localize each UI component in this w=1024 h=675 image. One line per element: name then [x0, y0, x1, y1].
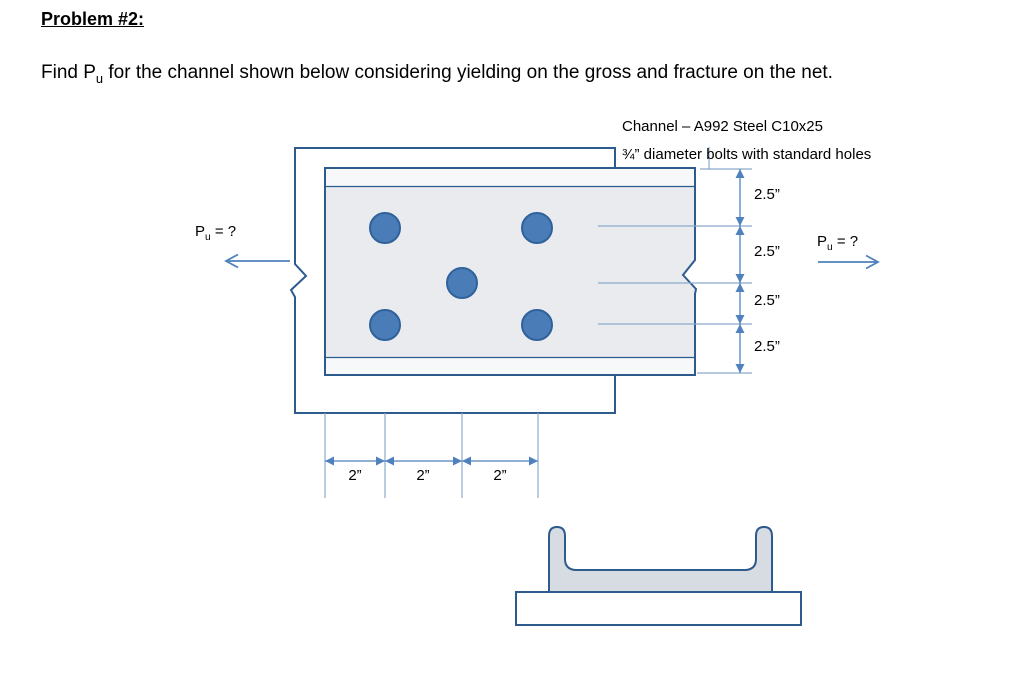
- load-right-subscript: u: [827, 242, 833, 253]
- prompt-text-pre: Find P: [41, 62, 96, 83]
- load-label-left: Pu = ?: [195, 223, 236, 243]
- right-dimensions: [598, 147, 752, 374]
- section-plate: [515, 591, 802, 626]
- problem-statement: Find Pu for the channel shown below cons…: [41, 62, 833, 86]
- load-right-p: P: [817, 233, 828, 250]
- bolt-hole-1: [369, 212, 401, 244]
- prompt-text-post: for the channel shown below considering …: [103, 62, 833, 83]
- load-arrow-left: [224, 253, 290, 269]
- horizontal-dimension-arrows: [325, 456, 538, 466]
- cross-section: [515, 526, 802, 626]
- channel-spec-label: Channel – A992 Steel C10x25: [622, 118, 823, 135]
- horizontal-dim-label-3: 2”: [493, 467, 507, 484]
- prompt-subscript: u: [95, 70, 104, 86]
- section-channel: [548, 526, 773, 593]
- bolt-hole-4: [369, 309, 401, 341]
- vertical-dim-label-1: 2.5”: [754, 186, 780, 203]
- load-label-right: Pu = ?: [817, 233, 858, 253]
- bottom-dimensions: [324, 413, 539, 498]
- load-arrows: [224, 253, 880, 270]
- horizontal-dim-label-2: 2”: [416, 467, 430, 484]
- vertical-dim-label-3: 2.5”: [754, 292, 780, 309]
- vertical-dim-label-2: 2.5”: [754, 243, 780, 260]
- plan-view: [289, 147, 698, 414]
- load-left-eq: = ?: [210, 223, 237, 240]
- load-arrow-right: [818, 254, 880, 270]
- load-right-eq: = ?: [832, 233, 859, 250]
- problem-title: Problem #2:: [41, 9, 145, 29]
- horizontal-dim-label-1: 2”: [348, 467, 362, 484]
- bolt-spec-label: ¾” diameter bolts with standard holes: [622, 146, 872, 163]
- vertical-dimension-arrows: [735, 169, 745, 373]
- channel-plan-outline: [324, 167, 698, 376]
- bolt-hole-5: [521, 309, 553, 341]
- bolt-hole-2: [521, 212, 553, 244]
- vertical-dim-label-4: 2.5”: [754, 338, 780, 355]
- load-left-p: P: [195, 223, 206, 240]
- bolt-hole-3: [446, 267, 478, 299]
- load-left-subscript: u: [205, 232, 211, 243]
- channel-web-shading: [326, 187, 696, 357]
